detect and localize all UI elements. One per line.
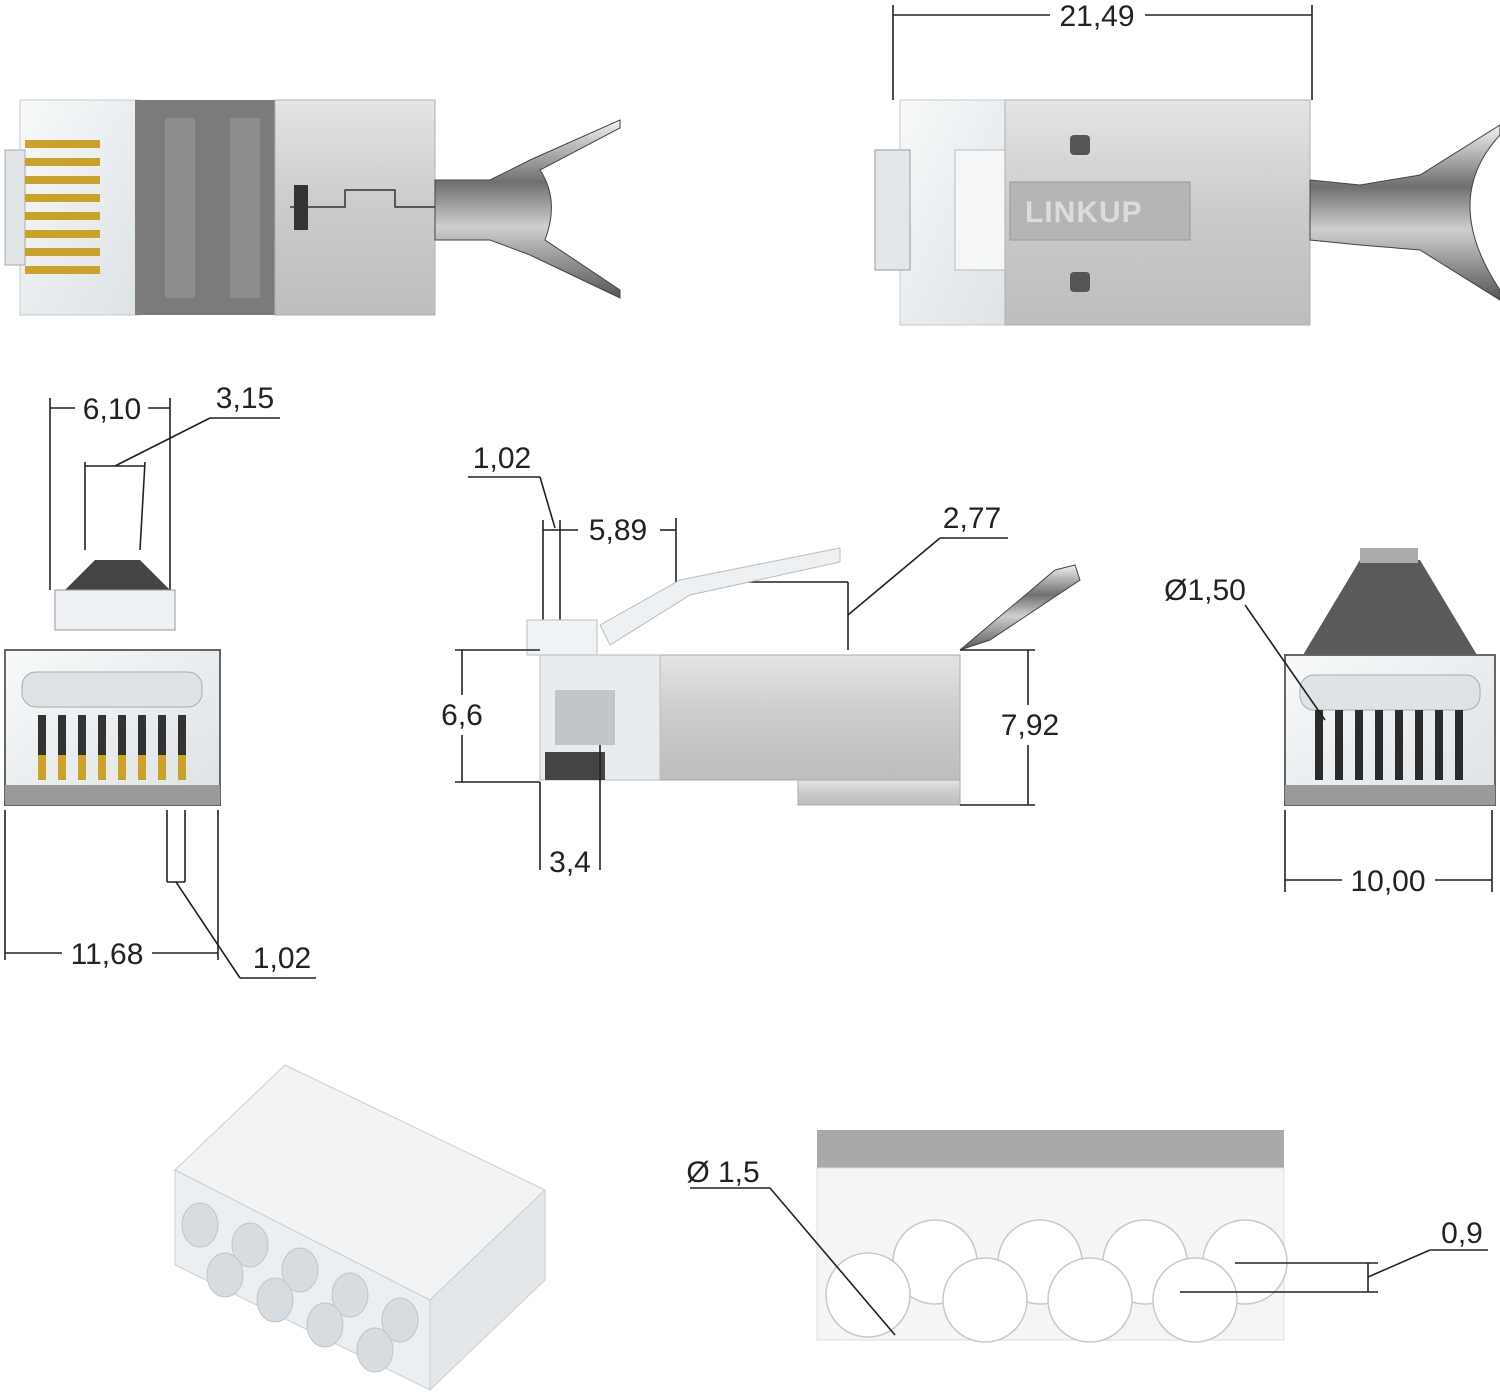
insert-section-view: Ø 1,5 0,9 [686, 1130, 1488, 1343]
dim-6-6: 6,6 [441, 699, 483, 732]
dim-5-89: 5,89 [589, 514, 647, 547]
dim-10-00: 10,00 [1350, 865, 1425, 898]
linkup-logo: LINKUP [1025, 196, 1143, 229]
front-contacts [38, 715, 186, 780]
dim-0-9: 0,9 [1441, 1217, 1483, 1250]
dim-2-77: 2,77 [943, 502, 1001, 535]
dim-3-15: 3,15 [216, 382, 274, 415]
insert-3d-view [174, 1064, 546, 1392]
dim-6-10: 6,10 [83, 393, 141, 426]
plug-top-view [4, 99, 621, 316]
front-view: 6,10 3,15 [4, 382, 316, 979]
dim-3-4: 3,4 [549, 846, 591, 879]
dim-21-49: 21,49 [1059, 0, 1134, 33]
dim-dia-1-50: Ø1,50 [1164, 574, 1246, 607]
dim-1-02-front: 1,02 [253, 942, 311, 975]
side-view: 1,02 5,89 2,77 6,6 7,92 3,4 [441, 442, 1081, 879]
rear-view: Ø1,50 10,00 [1164, 548, 1496, 898]
dim-1-02-side: 1,02 [473, 442, 531, 475]
dim-7-92: 7,92 [1001, 709, 1059, 742]
gold-contacts [25, 140, 100, 274]
plug-bottom-view: 21,49 LINKUP [874, 0, 1500, 326]
dim-dia-1-5: Ø 1,5 [686, 1156, 759, 1189]
rear-contacts [1315, 710, 1463, 780]
dim-11-68: 11,68 [71, 938, 144, 971]
